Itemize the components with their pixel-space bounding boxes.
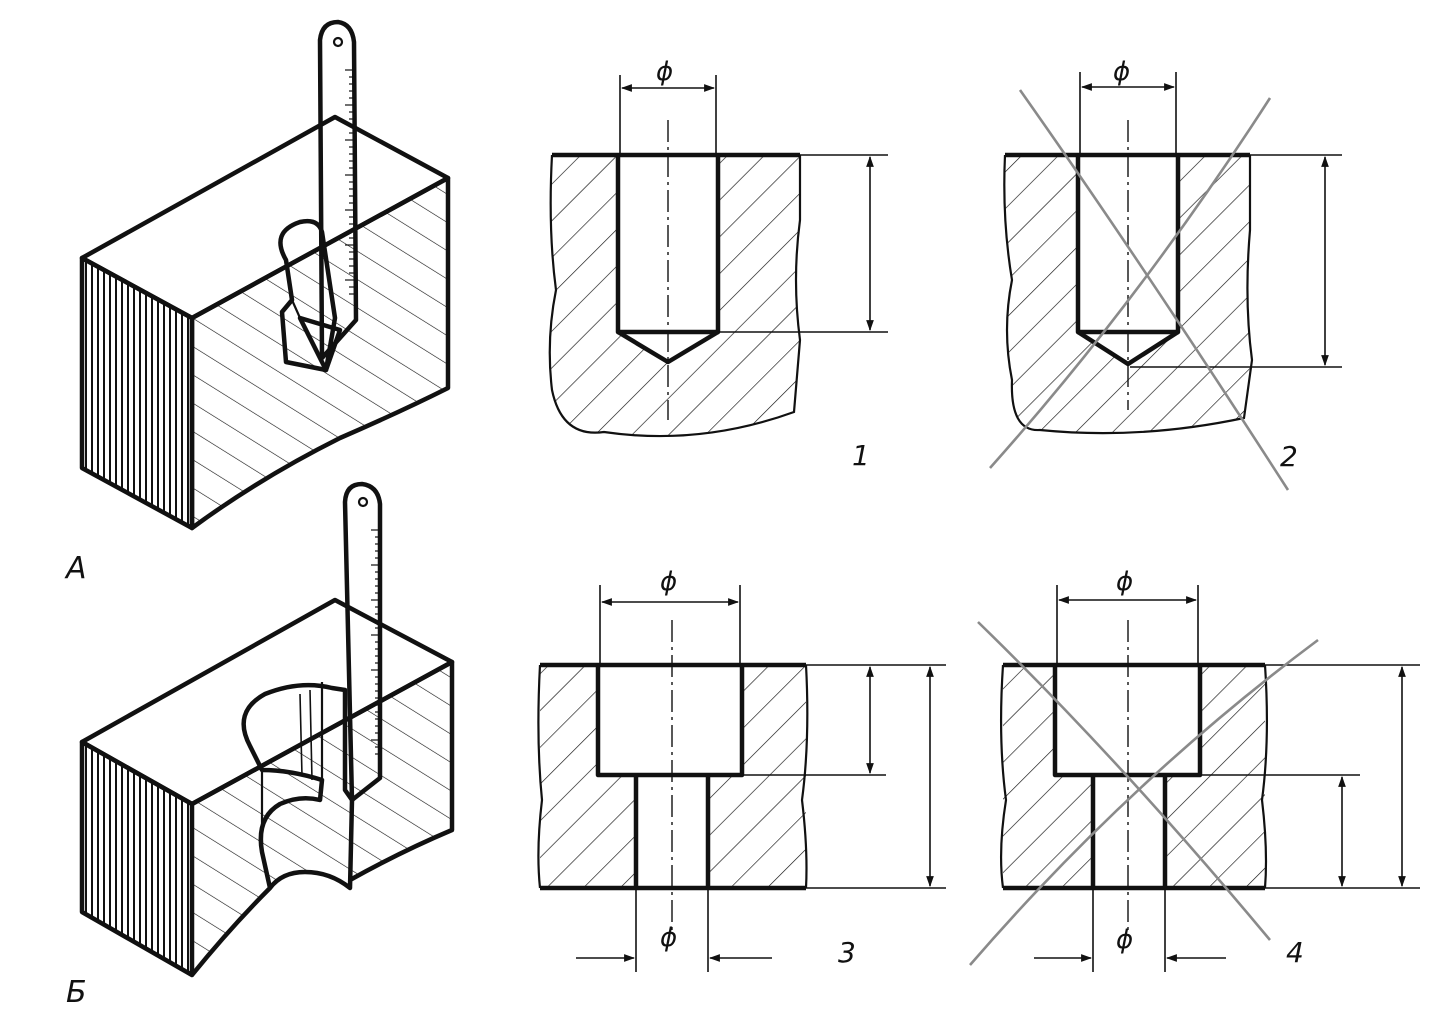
section-1: ϕ 1 [548,57,888,472]
figure-number-4: 4 [1286,936,1304,969]
figure-number-3: 3 [838,936,856,969]
diameter-symbol-2: ϕ [1113,57,1130,87]
figure-number-2: 2 [1280,440,1298,473]
diameter-symbol-4a: ϕ [1116,567,1133,597]
diameter-symbol-3b: ϕ [660,923,677,953]
ruler-a [317,19,359,361]
isometric-view-a [79,19,451,531]
figure-number-1: 1 [852,439,870,472]
section-3: ϕ ϕ 3 [537,567,946,972]
diameter-symbol-1: ϕ [656,57,673,87]
section-2: ϕ 2 [989,57,1342,491]
ruler-b [342,481,383,803]
cross-out-mark-4 [977,621,1271,941]
diameter-symbol-4b: ϕ [1116,925,1133,955]
isometric-view-b [79,481,455,978]
view-label-a: А [64,551,87,586]
view-label-b: Б [66,975,87,1010]
diameter-symbol-3a: ϕ [660,567,677,597]
section-4: ϕ ϕ 4 [969,567,1420,972]
